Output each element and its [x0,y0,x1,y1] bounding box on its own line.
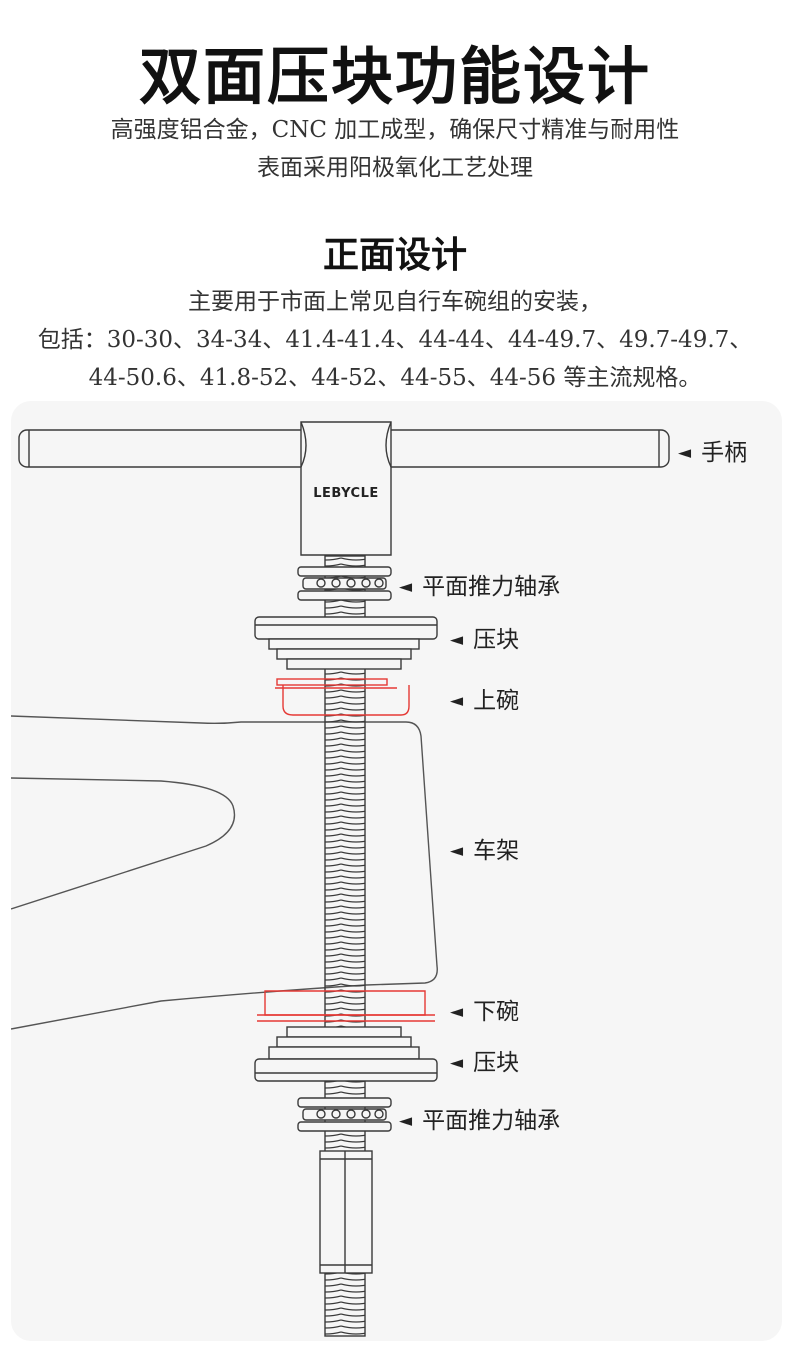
hero-title: 双面压块功能设计 [138,40,651,113]
diagram-panel: LEBYCLE [11,401,782,1341]
callout-upper-thrust-bearing: ◄平面推力轴承 [399,574,561,600]
pointer-arrow-icon: ◄ [450,1053,464,1073]
pointer-arrow-icon: ◄ [450,841,464,861]
upper-thrust-bearing [297,566,392,601]
brand-logo: LEBYCLE [313,486,379,501]
upper-press-block [254,616,438,670]
callout-lower-thrust-bearing: ◄平面推力轴承 [399,1108,561,1134]
callout-lower-cup: ◄下碗 [450,999,520,1025]
pointer-arrow-icon: ◄ [678,443,692,463]
frame-outline [11,715,438,1030]
pointer-arrow-icon: ◄ [399,1111,413,1131]
headset-press-diagram: LEBYCLE [11,421,670,1337]
hero-subtitle-line2: 表面采用阳极氧化工艺处理 [257,155,533,181]
callout-lower-press-block: ◄压块 [450,1050,520,1076]
handle-body-shape [300,421,392,556]
front-design-line3: 44-50.6、41.8-52、44-52、44-55、44-56 等主流规格。 [88,365,702,391]
hero-subtitle-line1: 高强度铝合金，CNC 加工成型，确保尺寸精准与耐用性 [110,117,680,143]
upper-cup [275,678,410,716]
callout-upper-cup: ◄上碗 [450,688,520,714]
pointer-arrow-icon: ◄ [399,577,413,597]
callout-frame: ◄车架 [450,838,520,864]
lower-press-block [254,1026,438,1082]
front-design-line2: 包括：30-30、34-34、41.4-41.4、44-44、44-49.7、4… [37,327,753,353]
pointer-arrow-icon: ◄ [450,691,464,711]
callout-handle: ◄手柄 [678,440,748,466]
lower-thrust-bearing [297,1097,392,1132]
lower-cup [257,990,435,1022]
pointer-arrow-icon: ◄ [450,1002,464,1022]
pointer-arrow-icon: ◄ [450,630,464,650]
section-title-front-design: 正面设计 [322,234,467,276]
front-design-line1: 主要用于市面上常见自行车碗组的安装， [188,289,602,315]
callout-upper-press-block: ◄压块 [450,627,520,653]
hex-nut [319,1150,373,1274]
